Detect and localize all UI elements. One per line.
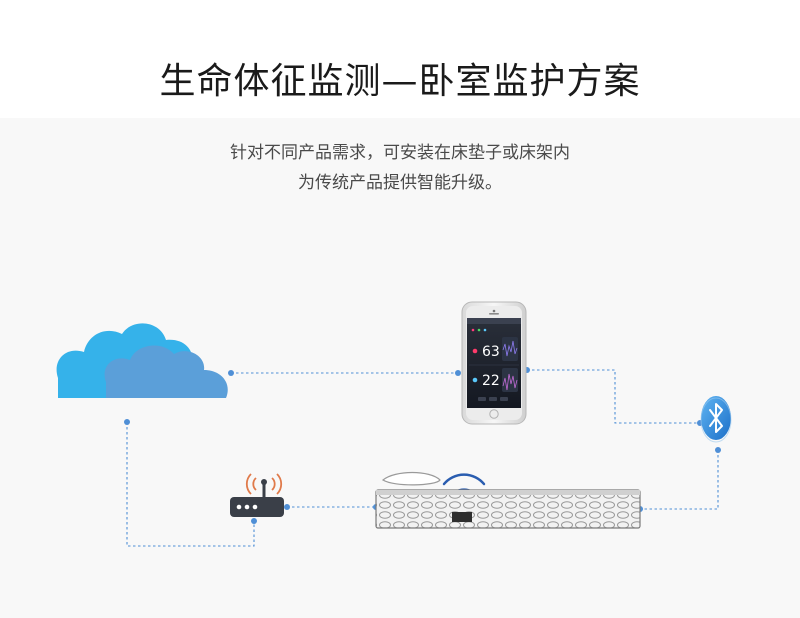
page-title: 生命体征监测—卧室监护方案 bbox=[159, 61, 641, 102]
phone-to-bluetooth-line bbox=[527, 369, 700, 424]
subtitle-line-1: 针对不同产品需求，可安装在床垫子或床架内 bbox=[230, 143, 570, 163]
bed-sensor-icon bbox=[375, 471, 641, 529]
header-band bbox=[0, 0, 800, 118]
wifi-router-icon bbox=[230, 473, 284, 517]
connector-lines bbox=[126, 369, 719, 547]
cloud-icon bbox=[56, 323, 228, 398]
bluetooth-icon bbox=[700, 396, 732, 443]
smartphone-icon: 63 22 bbox=[461, 301, 527, 425]
phone-reading-top: 63 bbox=[482, 344, 500, 360]
page-subtitle: 针对不同产品需求，可安装在床垫子或床架内 为传统产品提供智能升级。 bbox=[0, 138, 800, 198]
phone-screen bbox=[467, 318, 521, 408]
bluetooth-to-sensor-line bbox=[640, 450, 719, 510]
subtitle-line-2: 为传统产品提供智能升级。 bbox=[298, 173, 502, 193]
cloud-to-router-line bbox=[126, 422, 255, 547]
phone-reading-bottom: 22 bbox=[482, 373, 500, 389]
